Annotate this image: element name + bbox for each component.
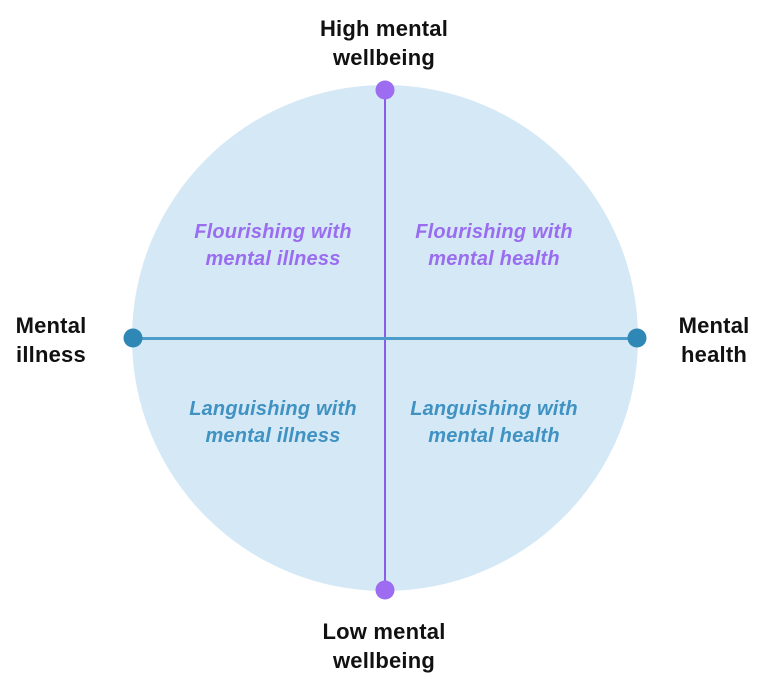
quadrant-label-line: Flourishing with [415, 221, 573, 243]
vertical-axis-top-dot [375, 80, 395, 100]
quadrant-label-line: Languishing with [410, 398, 578, 420]
axis-label-line: illness [16, 342, 86, 367]
axis-label-low-mental-wellbeing: Low mental wellbeing [322, 617, 445, 675]
axis-label-line: Mental [678, 313, 750, 338]
axis-label-line: High mental [319, 16, 449, 41]
quadrant-label-line: mental health [428, 248, 560, 270]
quadrant-label-line: Languishing with [189, 398, 357, 420]
quadrant-label-line: Flourishing with [194, 221, 352, 243]
quadrant-label-line: mental illness [205, 248, 341, 270]
axis-label-line: Low mental [322, 619, 446, 644]
quadrant-label-line: mental illness [205, 425, 341, 447]
axis-label-line: health [681, 342, 747, 367]
quadrant-languishing-with-mental-health: Languishing with mental health [410, 396, 578, 450]
vertical-axis-line [384, 90, 386, 590]
axis-label-mental-illness: Mental illness [16, 311, 87, 369]
vertical-axis-bottom-dot [375, 580, 395, 600]
quadrant-label-line: mental health [428, 425, 560, 447]
horizontal-axis-right-dot [627, 328, 647, 348]
axis-label-high-mental-wellbeing: High mental wellbeing [320, 14, 448, 72]
quadrant-flourishing-with-mental-illness: Flourishing with mental illness [194, 219, 352, 273]
axis-label-line: Mental [15, 313, 87, 338]
axis-label-line: wellbeing [332, 648, 436, 673]
axis-label-mental-health: Mental health [679, 311, 750, 369]
quadrant-languishing-with-mental-illness: Languishing with mental illness [189, 396, 357, 450]
horizontal-axis-left-dot [123, 328, 143, 348]
horizontal-axis-line [134, 337, 637, 340]
axis-label-line: wellbeing [332, 45, 436, 70]
quadrant-flourishing-with-mental-health: Flourishing with mental health [415, 219, 573, 273]
